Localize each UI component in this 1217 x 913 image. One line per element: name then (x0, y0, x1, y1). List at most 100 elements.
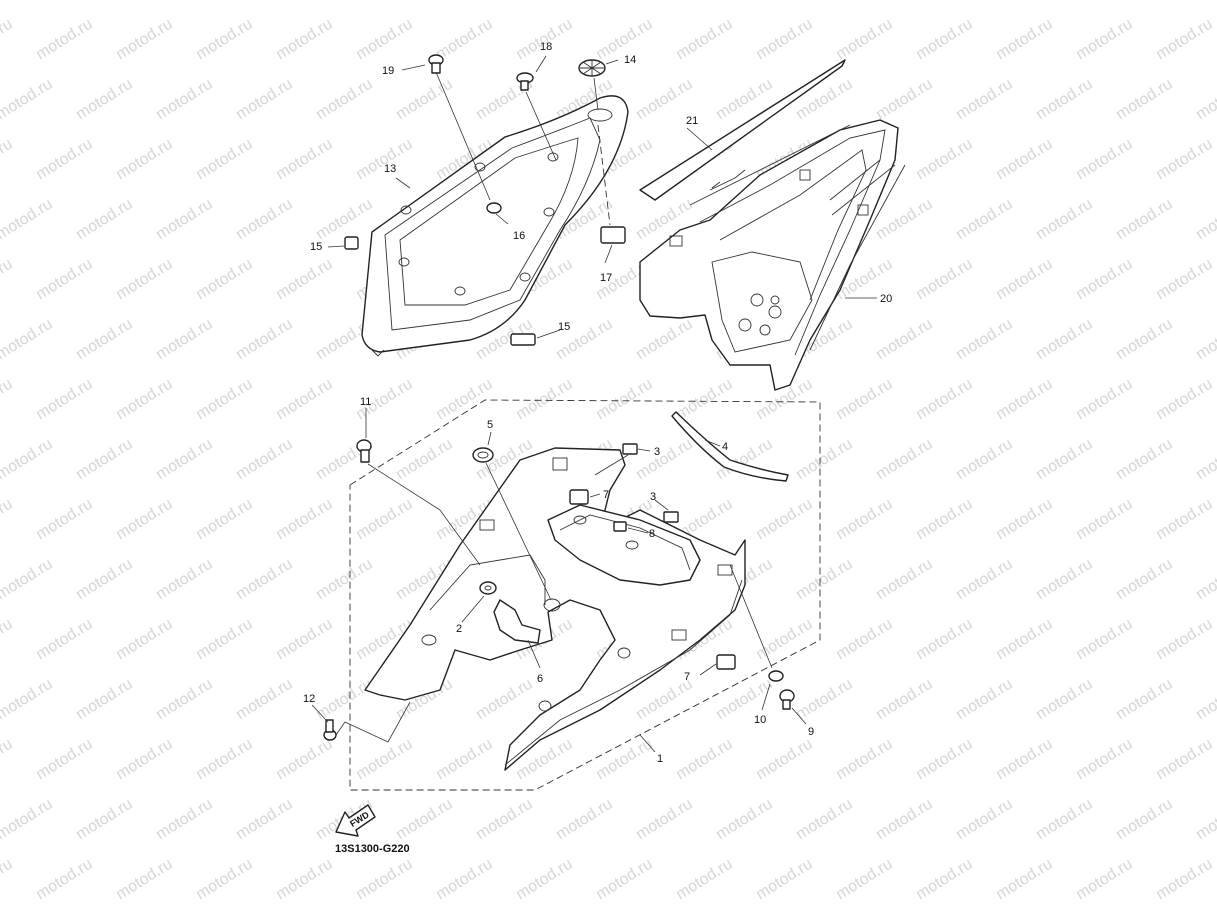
watermark-text: motod.ru (953, 436, 1016, 484)
screw-part-12 (323, 719, 337, 741)
watermark-text: motod.ru (73, 676, 136, 724)
fwd-arrow-icon: FWD (335, 804, 376, 837)
watermark-text: motod.ru (313, 76, 376, 124)
watermark-text: motod.ru (0, 436, 56, 484)
watermark-text: motod.ru (33, 496, 96, 544)
watermark-text: motod.ru (0, 0, 56, 3)
callout-10: 10 (754, 714, 766, 726)
callout-19: 19 (382, 65, 394, 77)
watermark-text: motod.ru (1073, 16, 1136, 64)
watermark-text: motod.ru (113, 496, 176, 544)
watermark-text: motod.ru (833, 376, 896, 424)
watermark-text: motod.ru (1113, 436, 1176, 484)
watermark-text: motod.ru (33, 376, 96, 424)
screw-part-11 (356, 439, 372, 463)
watermark-text: motod.ru (233, 76, 296, 124)
watermark-text: motod.ru (233, 796, 296, 844)
watermark-text: motod.ru (313, 196, 376, 244)
watermark-text: motod.ru (753, 616, 816, 664)
watermark-text: motod.ru (833, 856, 896, 904)
collar-part-2 (479, 581, 497, 595)
watermark-text: motod.ru (193, 256, 256, 304)
watermark-text: motod.ru (0, 556, 56, 604)
watermark-text: motod.ru (1153, 856, 1216, 904)
callout-6: 6 (537, 673, 543, 685)
watermark-text: motod.ru (673, 376, 736, 424)
watermark-text: motod.ru (1073, 136, 1136, 184)
watermark-text: motod.ru (1193, 556, 1217, 604)
watermark-text: motod.ru (1193, 76, 1217, 124)
watermark-text: motod.ru (1193, 436, 1217, 484)
watermark-text: motod.ru (0, 76, 56, 124)
callout-1: 1 (657, 753, 663, 765)
watermark-text: motod.ru (753, 16, 816, 64)
watermark-text: motod.ru (1193, 0, 1217, 3)
watermark-text: motod.ru (33, 736, 96, 784)
watermark-text: motod.ru (73, 316, 136, 364)
callout-2: 2 (456, 623, 462, 635)
watermark-text: motod.ru (993, 856, 1056, 904)
watermark-text: motod.ru (793, 676, 856, 724)
watermark-text: motod.ru (73, 436, 136, 484)
watermark-text: motod.ru (953, 556, 1016, 604)
watermark-text: motod.ru (713, 676, 776, 724)
watermark-text: motod.ru (1033, 196, 1096, 244)
graphic-part-21 (639, 59, 851, 206)
watermark-text: motod.ru (353, 736, 416, 784)
watermark-text: motod.ru (1073, 256, 1136, 304)
callout-12: 12 (303, 693, 315, 705)
watermark-text: motod.ru (233, 436, 296, 484)
watermark-text: motod.ru (0, 616, 16, 664)
watermark-text: motod.ru (953, 76, 1016, 124)
screw-part-18 (516, 72, 534, 91)
seat-cowling-part-13 (361, 95, 629, 357)
watermark-text: motod.ru (513, 16, 576, 64)
watermark-text: motod.ru (433, 856, 496, 904)
callout-9: 9 (808, 726, 814, 738)
watermark-text: motod.ru (873, 316, 936, 364)
watermark-text: motod.ru (193, 16, 256, 64)
watermark-text: motod.ru (273, 16, 336, 64)
inner-panel-part-8 (547, 504, 701, 586)
bolt-part-19 (428, 54, 444, 74)
watermark-text: motod.ru (73, 796, 136, 844)
watermark-text: motod.ru (873, 436, 936, 484)
watermark-text: motod.ru (473, 796, 536, 844)
watermark-text: motod.ru (913, 616, 976, 664)
nut-part-17 (600, 226, 626, 244)
watermark-text: motod.ru (913, 856, 976, 904)
watermark-text: motod.ru (0, 196, 56, 244)
watermark-text: motod.ru (953, 676, 1016, 724)
callout-3b: 3 (650, 491, 656, 503)
grommet-part-14 (578, 59, 606, 77)
nut-part-3a (622, 443, 638, 455)
watermark-text: motod.ru (0, 676, 56, 724)
watermark-text: motod.ru (233, 676, 296, 724)
watermark-text: motod.ru (193, 496, 256, 544)
watermark-text: motod.ru (1153, 736, 1216, 784)
watermark-text: motod.ru (713, 796, 776, 844)
watermark-text: motod.ru (1193, 196, 1217, 244)
watermark-text: motod.ru (1153, 136, 1216, 184)
watermark-text: motod.ru (833, 16, 896, 64)
watermark-text: motod.ru (0, 496, 16, 544)
watermark-text: motod.ru (153, 436, 216, 484)
watermark-text: motod.ru (913, 16, 976, 64)
watermark-text: motod.ru (1153, 16, 1216, 64)
watermark-text: motod.ru (873, 556, 936, 604)
damper-part-16 (486, 202, 502, 214)
damper-part-15b (510, 333, 536, 346)
watermark-text: motod.ru (473, 0, 536, 3)
watermark-text: motod.ru (33, 16, 96, 64)
watermark-text: motod.ru (73, 556, 136, 604)
side-cover-part-1 (364, 447, 746, 771)
watermark-text: motod.ru (473, 676, 536, 724)
watermark-text: motod.ru (1113, 0, 1176, 3)
watermark-text: motod.ru (1153, 256, 1216, 304)
watermark-text: motod.ru (73, 196, 136, 244)
watermark-text: motod.ru (193, 376, 256, 424)
watermark-text: motod.ru (1033, 796, 1096, 844)
watermark-text: motod.ru (1033, 0, 1096, 3)
watermark-text: motod.ru (153, 796, 216, 844)
